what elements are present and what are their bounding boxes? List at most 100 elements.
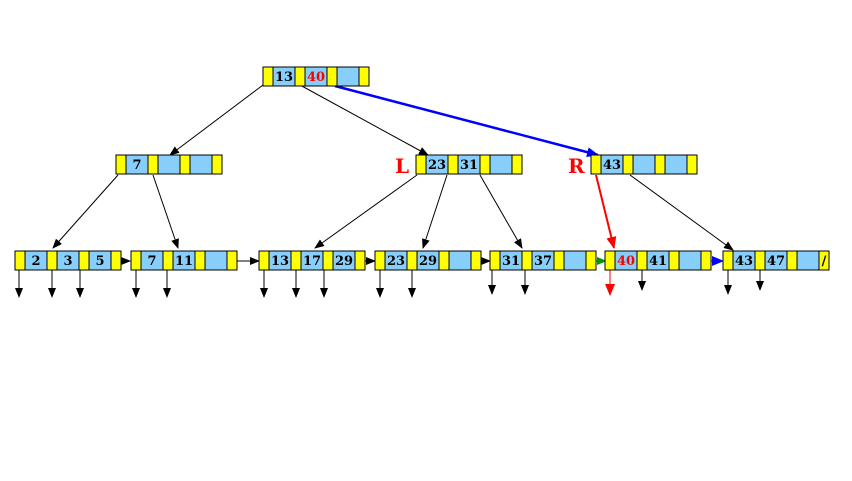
- key-cell: [204, 250, 228, 271]
- node-key: 5: [95, 254, 104, 269]
- edge-nodeL-to-leaf4: [422, 174, 448, 249]
- node-key: 23: [428, 158, 446, 173]
- key-cell: [796, 250, 820, 271]
- pointer-cell: [14, 250, 26, 271]
- pointer-cell: [511, 154, 523, 175]
- pointer-cell: [358, 66, 370, 87]
- internal-node: 7: [115, 154, 223, 175]
- node-key: 40: [617, 254, 635, 269]
- pointer-cell: [290, 250, 302, 271]
- pointer-cell: [786, 250, 798, 271]
- pointer-cell: [46, 250, 58, 271]
- internal-node: 23 31: [415, 154, 523, 175]
- key-cell: [448, 250, 472, 271]
- key-cell: [678, 250, 702, 271]
- node-key: 11: [175, 254, 193, 269]
- node-key: 17: [303, 254, 321, 269]
- edge-nodeR-to-leaf6: [595, 174, 617, 249]
- pointer-cell: [406, 250, 418, 271]
- edge-root-to-node7: [169, 84, 264, 156]
- key-cell: [489, 154, 513, 175]
- leaf-node: 23 29: [374, 250, 482, 271]
- pointer-cell: [162, 250, 174, 271]
- node-key: 7: [132, 158, 141, 173]
- leaf-node: 31 37: [489, 250, 597, 271]
- root-node: 13 40: [262, 66, 370, 87]
- node-key: 29: [419, 254, 437, 269]
- node-key: 29: [335, 254, 353, 269]
- internal-node: 43: [590, 154, 698, 175]
- null-pointer-marker: /: [822, 254, 827, 269]
- pointer-cell: [211, 154, 223, 175]
- edge-root-to-nodeR: [334, 84, 599, 158]
- pointer-cell: [700, 250, 712, 271]
- key-cell: [664, 154, 688, 175]
- pointer-cell: [585, 250, 597, 271]
- pointer-cell: [115, 154, 127, 175]
- pointer-cell: [686, 154, 698, 175]
- node-key: 7: [147, 254, 156, 269]
- pointer-cell: [322, 250, 334, 271]
- node-key: 43: [735, 254, 753, 269]
- pointer-cell: [668, 250, 680, 271]
- pointer-cell: [489, 250, 501, 271]
- node-key: 31: [502, 254, 520, 269]
- pointer-cell: [258, 250, 270, 271]
- node-key: 13: [275, 70, 293, 85]
- pointer-cell: [130, 250, 142, 271]
- node-key: 23: [387, 254, 405, 269]
- pointer-cell: [722, 250, 734, 271]
- node-key: 37: [534, 254, 552, 269]
- leaf-node: 43 47 /: [722, 250, 830, 271]
- leaf-node: 7 11: [130, 250, 238, 271]
- pointer-cell: [226, 250, 238, 271]
- pointer-cell: [194, 250, 206, 271]
- pointer-cell: [147, 154, 159, 175]
- pointer-cell: [447, 154, 459, 175]
- pointer-cell: [654, 154, 666, 175]
- pointer-cell: [179, 154, 191, 175]
- right-sibling-label: R: [568, 154, 585, 178]
- key-cell: [189, 154, 213, 175]
- node-key: 31: [460, 158, 478, 173]
- edge-nodeL-to-leaf3: [314, 174, 418, 249]
- left-sibling-label: L: [395, 154, 409, 178]
- edge-node7-to-leaf1: [52, 174, 119, 249]
- pointer-cell: [415, 154, 427, 175]
- pointer-cell: [326, 66, 338, 87]
- leaf-record-pointers: [15, 268, 764, 298]
- pointer-cell: [622, 154, 634, 175]
- edge-root-to-nodeL: [299, 84, 429, 156]
- pointer-cell: [262, 66, 274, 87]
- pointer-cell: [636, 250, 648, 271]
- pointer-cell: [521, 250, 533, 271]
- edge-node7-to-leaf2: [152, 174, 179, 249]
- pointer-cell: [590, 154, 602, 175]
- pointer-cell: [818, 250, 830, 271]
- key-cell: [632, 154, 656, 175]
- pointer-cell: [438, 250, 450, 271]
- key-cell: [157, 154, 181, 175]
- key-cell: [336, 66, 360, 87]
- pointer-cell: [354, 250, 366, 271]
- node-key: 47: [767, 254, 785, 269]
- pointer-cell: [553, 250, 565, 271]
- node-key: 3: [63, 254, 72, 269]
- node-key: 2: [31, 254, 40, 269]
- node-key: 40: [307, 70, 325, 85]
- pointer-cell: [78, 250, 90, 271]
- node-key: 13: [271, 254, 289, 269]
- pointer-cell: [294, 66, 306, 87]
- pointer-cell: [110, 250, 122, 271]
- edge-nodeL-to-leaf5: [479, 174, 523, 249]
- pointer-cell: [604, 250, 616, 271]
- edge-nodeR-to-leaf7: [629, 174, 734, 251]
- pointer-cell: [479, 154, 491, 175]
- pointer-cell: [754, 250, 766, 271]
- pointer-cell: [470, 250, 482, 271]
- tree-edges: [52, 84, 734, 251]
- pointer-cell: [374, 250, 386, 271]
